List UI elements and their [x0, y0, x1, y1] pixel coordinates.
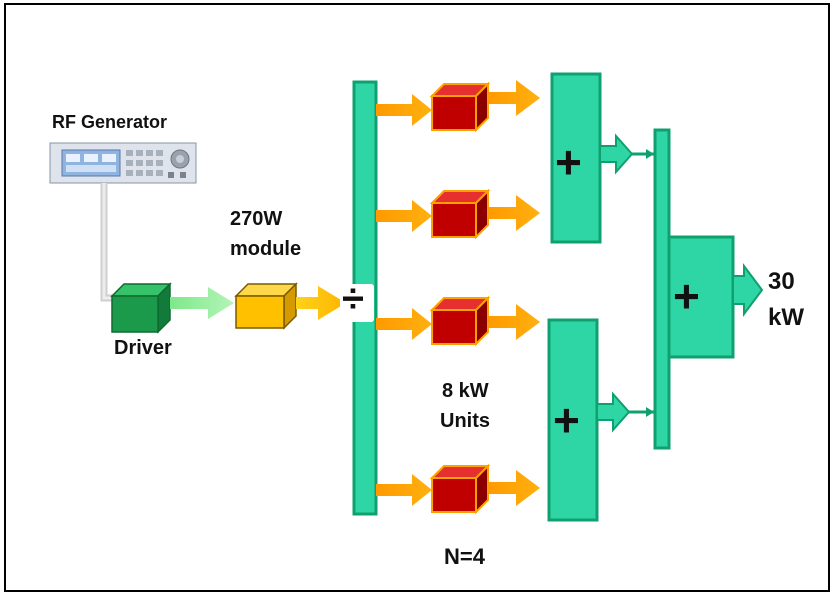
- combiner-bottom-plus: +: [553, 394, 580, 447]
- output-power-value: 30: [768, 268, 795, 296]
- module-label: module: [230, 238, 301, 261]
- final-output-arrow: [733, 266, 762, 314]
- rf-generator-label: RF Generator: [52, 112, 167, 133]
- unit-2-output-arrow: [488, 195, 540, 231]
- module-to-divider-arrow: [296, 286, 346, 320]
- unit-3-output-arrow: [488, 304, 540, 340]
- driver-label: Driver: [114, 337, 172, 360]
- divider-to-unit-3-arrow: [376, 308, 432, 340]
- divider-to-unit-1-arrow: [376, 94, 432, 126]
- output-power-unit: kW: [768, 304, 804, 332]
- amp-unit-cube-4: [432, 466, 488, 512]
- rf-generator-icon: [50, 143, 196, 183]
- combiner-top-output-arrow: [600, 136, 632, 172]
- unit-count-label: N=4: [444, 544, 485, 569]
- module-power-label: 270W: [230, 208, 282, 231]
- divider-symbol: ÷: [342, 276, 364, 322]
- driver-to-module-arrow: [170, 287, 234, 319]
- combiner-bottom-output-arrow: [597, 394, 629, 430]
- amp-unit-cube-1: [432, 84, 488, 130]
- amp-unit-cube-2: [432, 191, 488, 237]
- amp-unit-row-4: [376, 466, 540, 512]
- amp-unit-row-3: [376, 298, 540, 344]
- unit-4-output-arrow: [488, 470, 540, 506]
- combiner-top-link-head: [646, 149, 654, 159]
- divider-to-unit-2-arrow: [376, 200, 432, 232]
- units-label: Units: [440, 410, 490, 433]
- combiner-final-plus: +: [673, 270, 700, 323]
- module-cube: [236, 284, 296, 328]
- driver-cube: [112, 284, 170, 332]
- amp-unit-row-2: [376, 191, 540, 237]
- rf-cable: [104, 183, 120, 298]
- divider-to-unit-4-arrow: [376, 474, 432, 506]
- combiner-bottom-link-head: [646, 407, 654, 417]
- amp-unit-cube-3: [432, 298, 488, 344]
- amp-unit-row-1: [376, 80, 540, 130]
- units-power-label: 8 kW: [442, 380, 489, 403]
- unit-1-output-arrow: [488, 80, 540, 116]
- combiner-bus-bar: [655, 130, 669, 448]
- combiner-top-plus: +: [555, 136, 582, 189]
